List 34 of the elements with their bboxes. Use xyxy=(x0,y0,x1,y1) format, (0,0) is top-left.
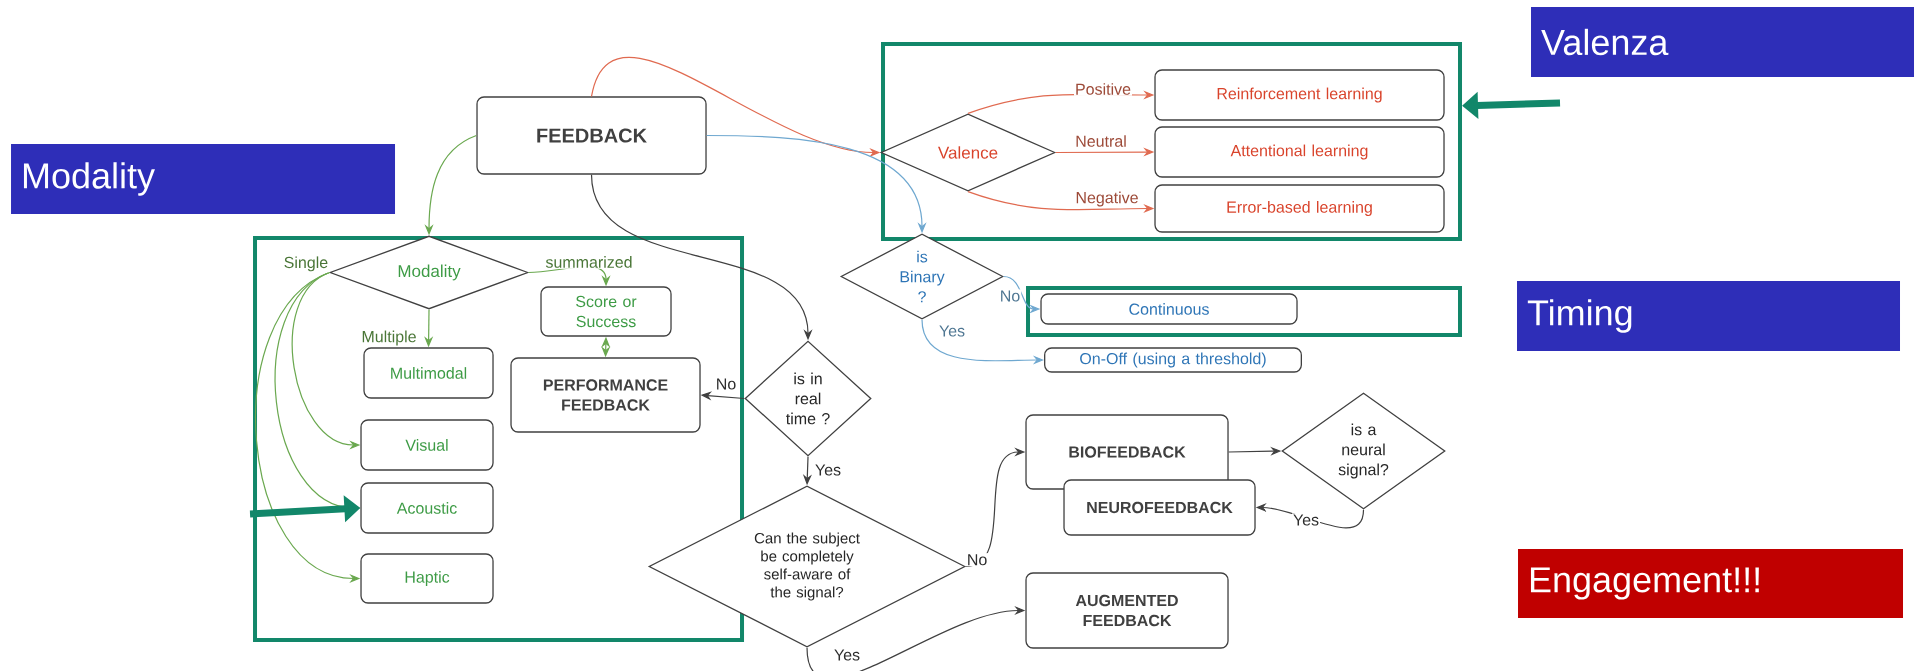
process-box: Continuous xyxy=(1040,293,1298,325)
title-banner: Modality xyxy=(11,144,395,214)
title-banner: Engagement!!! xyxy=(1518,549,1903,618)
process-box: Score or Success xyxy=(540,286,672,337)
process-box: Reinforcement learning xyxy=(1154,69,1445,121)
edge-label: No xyxy=(965,553,989,567)
process-box: On-Off (using a threshold) xyxy=(1044,347,1302,373)
process-box: NEUROFEEDBACK xyxy=(1063,479,1256,536)
edge-label: Positive xyxy=(1074,82,1132,96)
process-box: PERFORMANCE FEEDBACK xyxy=(510,357,701,433)
edge-label: Yes xyxy=(937,324,967,338)
edge-label: Multiple xyxy=(360,329,418,347)
title-banner: Valenza xyxy=(1531,7,1914,77)
process-box: AUGMENTED FEEDBACK xyxy=(1025,572,1229,649)
edge-label: No xyxy=(714,377,738,391)
edge-label: Single xyxy=(282,255,330,273)
edge-label: Negative xyxy=(1074,190,1140,208)
group-frame xyxy=(253,236,744,642)
edge-label: Yes xyxy=(1291,513,1321,527)
title-banner: Timing xyxy=(1517,281,1900,351)
process-box: Attentional learning xyxy=(1154,126,1445,178)
process-box: Visual xyxy=(360,419,494,471)
process-box: Multimodal xyxy=(363,347,494,399)
process-box: Error-based learning xyxy=(1154,184,1445,233)
edge-label: summarized xyxy=(544,255,634,269)
edge-label: Yes xyxy=(832,648,862,662)
group-frame xyxy=(881,42,1462,241)
edge-label: Neutral xyxy=(1074,134,1128,148)
group-frame xyxy=(1026,286,1462,337)
edge-label: Yes xyxy=(813,463,843,477)
process-box: Haptic xyxy=(360,553,494,604)
edge-label: No xyxy=(998,289,1022,303)
process-box: FEEDBACK xyxy=(476,96,707,175)
process-box: Acoustic xyxy=(360,482,494,534)
